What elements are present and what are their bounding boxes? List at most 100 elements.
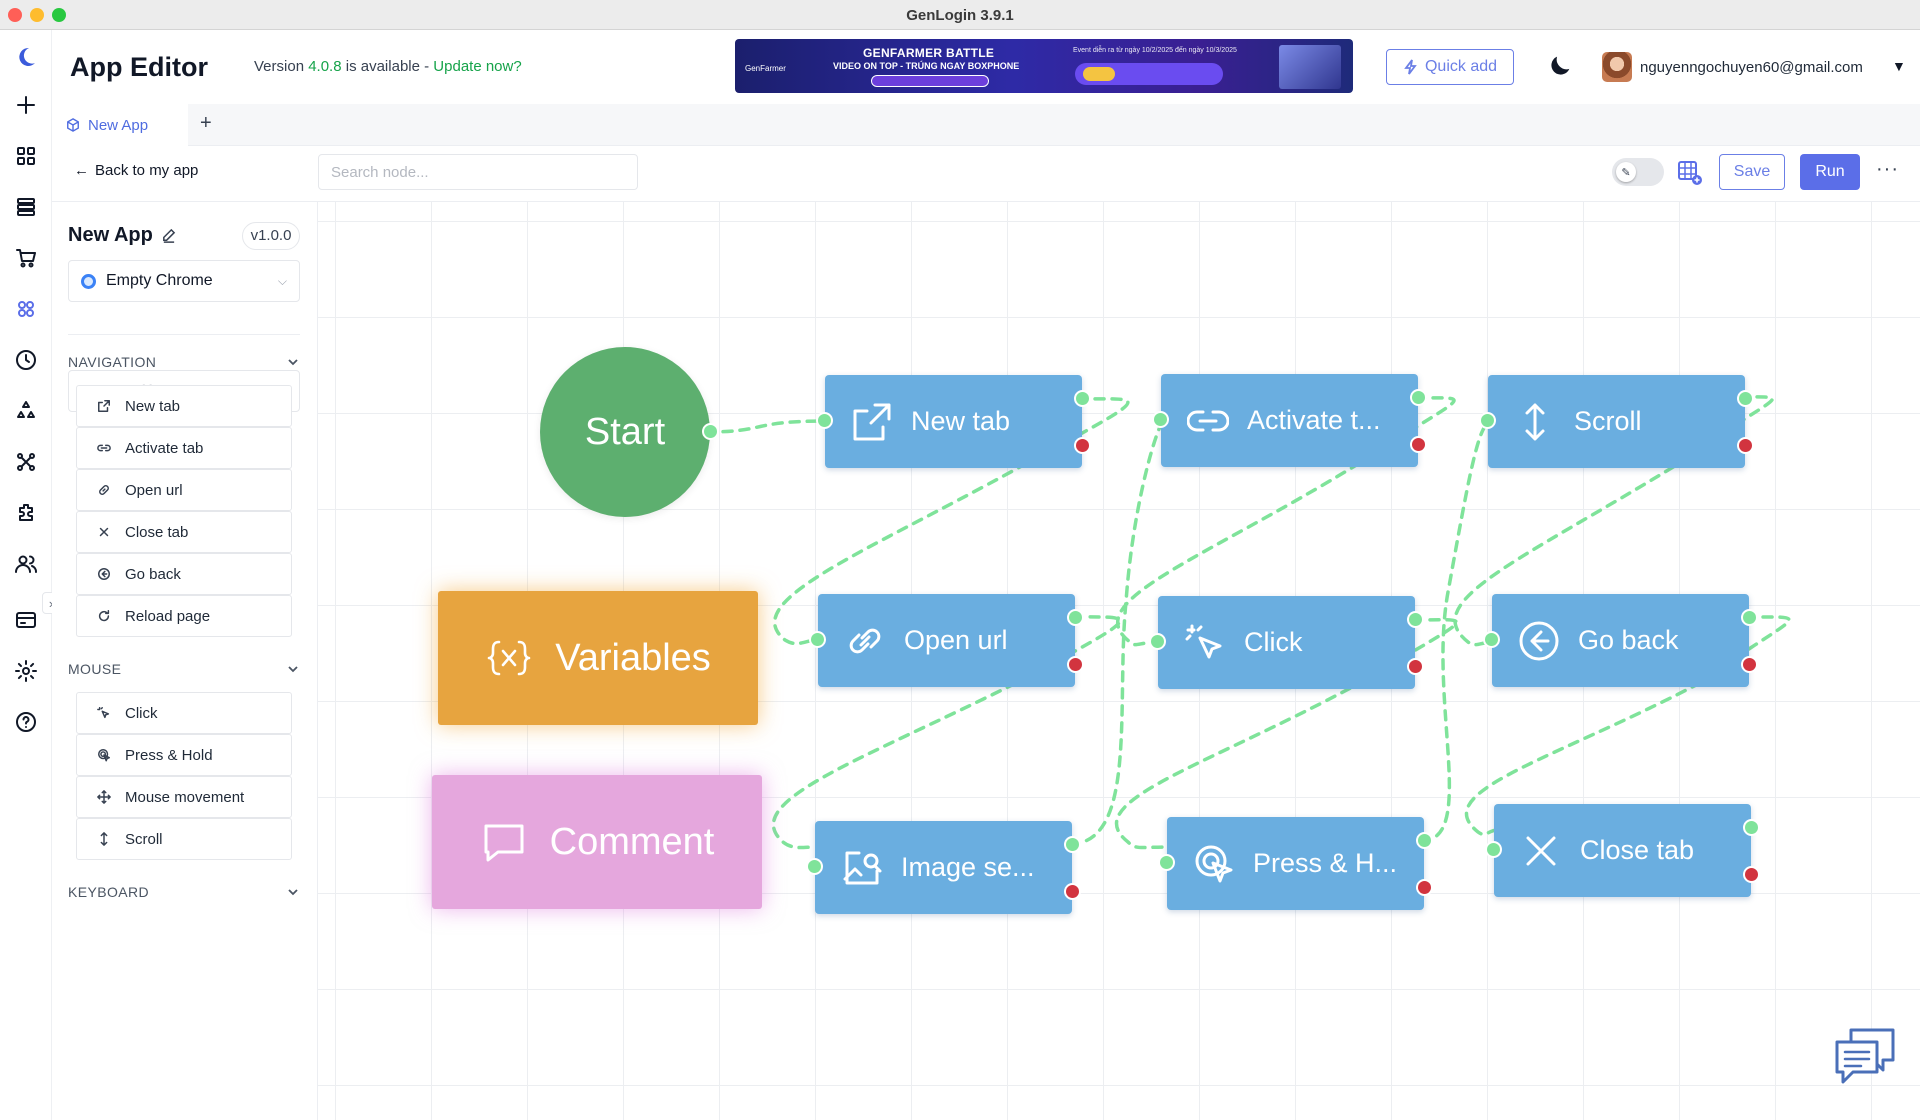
account-dropdown-caret-icon[interactable]: ▼: [1892, 58, 1906, 74]
node-variables[interactable]: Variables: [438, 591, 758, 725]
section-navigation[interactable]: NAVIGATION: [68, 352, 300, 372]
node-scroll[interactable]: Scroll: [1479, 375, 1754, 468]
section-keyboard[interactable]: KEYBOARD: [68, 882, 300, 902]
list-icon[interactable]: [11, 192, 41, 222]
quick-add-button[interactable]: Quick add: [1386, 49, 1514, 85]
scroll-input-handle[interactable]: [1479, 412, 1496, 429]
plus-icon[interactable]: [11, 90, 41, 120]
press-hold-success-handle[interactable]: [1416, 832, 1433, 849]
open-url-input-handle[interactable]: [809, 631, 826, 648]
press-hold-input-handle[interactable]: [1158, 854, 1175, 871]
arrow-left-icon: ←: [74, 162, 89, 179]
settings-gear-icon[interactable]: [11, 656, 41, 686]
maximize-window-button[interactable]: [52, 8, 66, 22]
open-url-error-handle[interactable]: [1067, 656, 1084, 673]
edge-newtab-openurl: [772, 397, 1130, 646]
node-item-open-url[interactable]: Open url: [76, 469, 292, 511]
new-tab-input-handle[interactable]: [816, 412, 833, 429]
table-add-icon[interactable]: [1676, 159, 1704, 187]
support-chat-icon[interactable]: [1833, 1026, 1897, 1088]
run-button[interactable]: Run: [1800, 154, 1860, 190]
more-options-icon[interactable]: ···: [1876, 158, 1899, 180]
node-item-press-hold[interactable]: Press & Hold: [76, 734, 292, 776]
click-error-handle[interactable]: [1407, 658, 1424, 675]
banner-title: GENFARMER BATTLE: [863, 46, 995, 60]
new-tab-success-handle[interactable]: [1074, 390, 1091, 407]
node-activate-tab[interactable]: Activate t...: [1152, 374, 1427, 467]
clock-icon[interactable]: [11, 345, 41, 375]
close-tab-error-handle[interactable]: [1743, 866, 1760, 883]
press-hold-error-handle[interactable]: [1416, 879, 1433, 896]
browser-select[interactable]: Empty Chrome ⌵: [68, 260, 300, 302]
node-start[interactable]: Start: [540, 347, 719, 517]
section-mouse[interactable]: MOUSE: [68, 659, 300, 679]
node-open-url[interactable]: Open url: [809, 594, 1084, 687]
image-search-input-handle[interactable]: [806, 858, 823, 875]
puzzle-icon[interactable]: [11, 498, 41, 528]
close-tab-success-handle[interactable]: [1743, 819, 1760, 836]
automation-icon[interactable]: [11, 294, 41, 324]
dashboard-grid-icon[interactable]: [11, 141, 41, 171]
new-tab-error-handle[interactable]: [1074, 437, 1091, 454]
node-item-new-tab[interactable]: New tab: [76, 385, 292, 427]
scroll-success-handle[interactable]: [1737, 390, 1754, 407]
go-back-success-handle[interactable]: [1741, 609, 1758, 626]
node-go-back[interactable]: Go back: [1483, 594, 1758, 687]
edit-pencil-icon[interactable]: [161, 228, 176, 243]
add-tab-plus-icon[interactable]: +: [200, 112, 212, 134]
click-input-handle[interactable]: [1149, 633, 1166, 650]
open-url-success-handle[interactable]: [1067, 609, 1084, 626]
go-back-input-handle[interactable]: [1483, 631, 1500, 648]
sync-icon[interactable]: [11, 396, 41, 426]
node-press-hold[interactable]: Press & H...: [1158, 817, 1433, 910]
promo-banner[interactable]: GenFarmer GENFARMER BATTLE VIDEO ON TOP …: [735, 39, 1353, 93]
click-success-handle[interactable]: [1407, 611, 1424, 628]
close-window-button[interactable]: [8, 8, 22, 22]
editor-toolbar: ← Back to my app ✎ Save Run ···: [52, 146, 1920, 202]
node-item-mouse-movement[interactable]: Mouse movement: [76, 776, 292, 818]
edit-mode-toggle[interactable]: ✎: [1612, 158, 1664, 186]
vertical-arrows-icon: [1525, 403, 1545, 440]
users-icon[interactable]: [11, 549, 41, 579]
minimize-window-button[interactable]: [30, 8, 44, 22]
user-email[interactable]: nguyenngochuyen60@gmail.com: [1640, 59, 1863, 76]
node-image-search[interactable]: Image se...: [806, 821, 1081, 914]
node-item-close-tab[interactable]: Close tab: [76, 511, 292, 553]
app-name[interactable]: New App: [68, 224, 176, 247]
go-back-error-handle[interactable]: [1741, 656, 1758, 673]
node-new-tab[interactable]: New tab: [816, 375, 1091, 468]
node-item-reload-page[interactable]: Reload page: [76, 595, 292, 637]
update-now-link[interactable]: Update now?: [433, 58, 522, 75]
node-item-go-back[interactable]: Go back: [76, 553, 292, 595]
image-search-success-handle[interactable]: [1064, 836, 1081, 853]
banner-phone-image: [1279, 45, 1341, 89]
billing-card-icon[interactable]: [11, 605, 41, 635]
node-comment[interactable]: Comment: [432, 775, 762, 909]
workflow-canvas[interactable]: Start Variables Comment New tab Activate…: [318, 202, 1920, 1120]
close-icon: [1526, 836, 1556, 865]
close-tab-input-handle[interactable]: [1485, 841, 1502, 858]
activate-tab-success-handle[interactable]: [1410, 389, 1427, 406]
node-item-click[interactable]: Click: [76, 692, 292, 734]
dark-mode-moon-icon[interactable]: [1546, 52, 1574, 80]
back-to-my-app-link[interactable]: ← Back to my app: [74, 162, 199, 179]
save-button[interactable]: Save: [1719, 154, 1785, 190]
node-item-activate-tab[interactable]: Activate tab: [76, 427, 292, 469]
tab-new-app[interactable]: New App: [52, 104, 188, 146]
node-item-scroll[interactable]: Scroll: [76, 818, 292, 860]
node-click[interactable]: Click: [1149, 596, 1424, 689]
node-close-tab[interactable]: Close tab: [1485, 804, 1760, 897]
genlogin-logo-icon[interactable]: [11, 42, 41, 72]
search-node-input[interactable]: [318, 154, 638, 190]
scroll-error-handle[interactable]: [1737, 437, 1754, 454]
image-search-error-handle[interactable]: [1064, 883, 1081, 900]
help-icon[interactable]: [11, 707, 41, 737]
start-output-handle[interactable]: [702, 423, 719, 440]
press-hold-icon: [98, 749, 110, 762]
cart-icon[interactable]: [11, 243, 41, 273]
activate-tab-input-handle[interactable]: [1152, 411, 1169, 428]
reload-icon: [98, 610, 110, 622]
nodes-icon[interactable]: [11, 447, 41, 477]
avatar[interactable]: [1602, 52, 1632, 82]
activate-tab-error-handle[interactable]: [1410, 436, 1427, 453]
